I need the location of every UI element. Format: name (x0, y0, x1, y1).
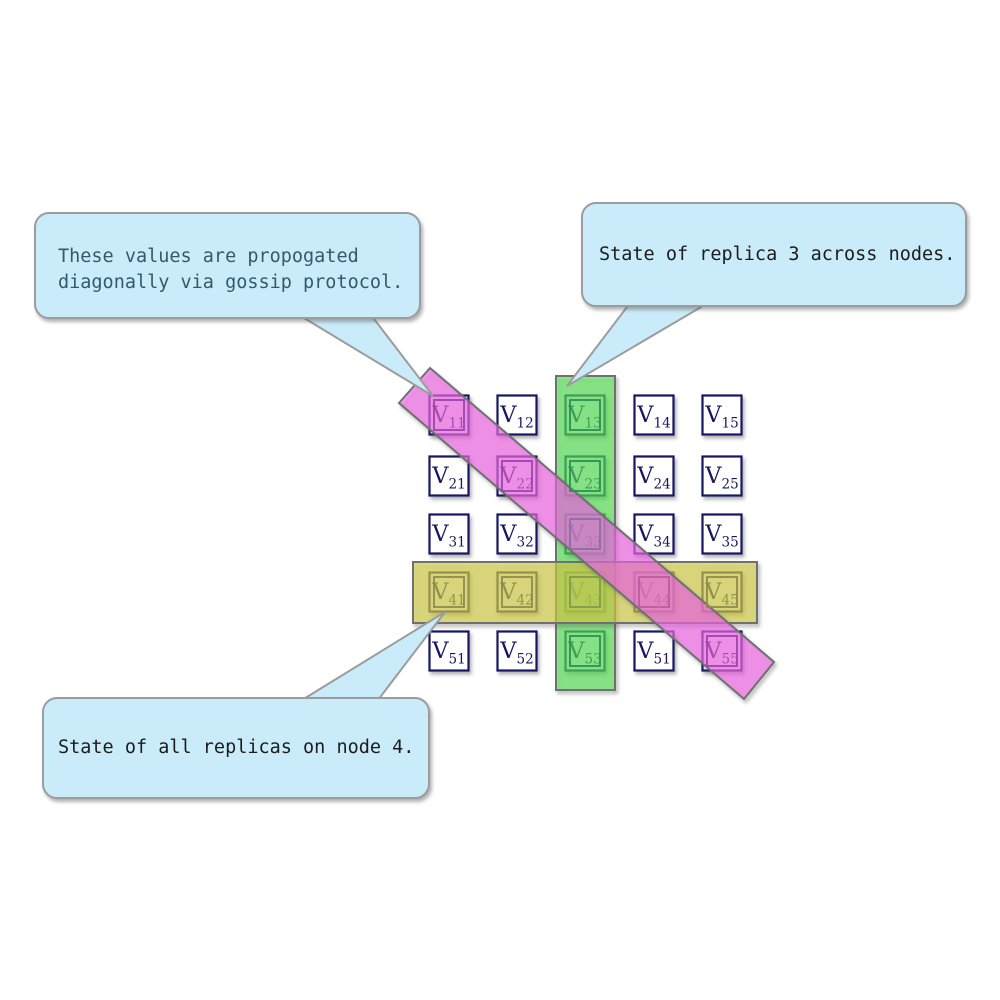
matrix-cell-box (496, 394, 538, 436)
matrix-cell-box (633, 630, 675, 672)
matrix-cell-subscript: 51 (654, 652, 671, 668)
highlight-outline (501, 460, 533, 492)
matrix-cell-subscript: 25 (722, 477, 739, 493)
callout-replica3-line1: State of replica 3 across nodes. (599, 244, 955, 265)
matrix-cell-box (701, 394, 743, 436)
matrix-cell-v14: V14 (633, 394, 675, 436)
matrix-cell-box (496, 630, 538, 672)
highlight-outline (569, 460, 601, 492)
matrix-cell-label: V15 (704, 402, 738, 432)
callout-tail-replica3 (566, 302, 712, 387)
matrix-cell-box (428, 513, 470, 555)
matrix-cell-box (496, 513, 538, 555)
matrix-cell-box (701, 513, 743, 555)
matrix-cell-v21: V21 (428, 455, 470, 497)
matrix-cell-v35: V35 (701, 513, 743, 555)
matrix-cell-box (701, 455, 743, 497)
matrix-cell-v32: V32 (496, 513, 538, 555)
matrix-cell-box (633, 513, 675, 555)
callout-box-node4 (42, 697, 430, 799)
highlight-outlines (433, 399, 738, 667)
matrix-cell-box (428, 630, 470, 672)
highlight-outline (433, 399, 465, 431)
matrix-cell-subscript: 14 (654, 416, 671, 432)
callout-tail-gossip (295, 314, 434, 397)
highlight-outline (569, 635, 601, 667)
matrix-cell-subscript: 24 (654, 477, 671, 493)
matrix-cell-label: V32 (499, 521, 533, 551)
matrix-cell-v24: V24 (633, 455, 675, 497)
highlight-outline (569, 399, 601, 431)
matrix-cell-subscript: 21 (449, 477, 466, 493)
matrix-cell-v31: V31 (428, 513, 470, 555)
matrix-cell-v34: V34 (633, 513, 675, 555)
yellow-row-band (412, 561, 758, 624)
matrix-cell-v51: V51 (428, 630, 470, 672)
matrix-cell-subscript: 35 (722, 535, 739, 551)
matrix-cell-subscript: 31 (449, 535, 466, 551)
matrix-cell-subscript: 32 (517, 535, 534, 551)
callout-gossip-line2: diagonally via gossip protocol. (58, 272, 403, 293)
matrix-cell-v51: V51 (633, 630, 675, 672)
highlight-outline (706, 576, 738, 608)
matrix-cell-v25: V25 (701, 455, 743, 497)
pink-diagonal-band (397, 366, 776, 701)
matrix-cell-v12: V12 (496, 394, 538, 436)
highlight-outline (433, 576, 465, 608)
callout-gossip-line1: These values are propogated (58, 246, 359, 267)
matrix-cell-label: V31 (431, 521, 465, 551)
highlight-outline (706, 635, 738, 667)
matrix-cell-v52: V52 (496, 630, 538, 672)
callout-tail-node4 (298, 611, 446, 701)
matrix-cell-subscript: 52 (517, 652, 534, 668)
matrix-cell-subscript: 51 (449, 652, 466, 668)
matrix-cell-subscript: 15 (722, 416, 739, 432)
highlight-outline (638, 576, 670, 608)
matrix-cell-subscript: 34 (654, 535, 671, 551)
callout-box-gossip (34, 212, 421, 319)
matrix-cell-box (633, 394, 675, 436)
highlight-outline (569, 518, 601, 550)
highlight-outline (569, 576, 601, 608)
callout-node4-line1: State of all replicas on node 4. (58, 737, 414, 758)
callout-box-replica3 (581, 202, 967, 307)
highlight-outline (501, 576, 533, 608)
matrix-cell-box (633, 455, 675, 497)
matrix-cell-box (428, 455, 470, 497)
matrix-cell-subscript: 12 (517, 416, 534, 432)
matrix-cell-v15: V15 (701, 394, 743, 436)
